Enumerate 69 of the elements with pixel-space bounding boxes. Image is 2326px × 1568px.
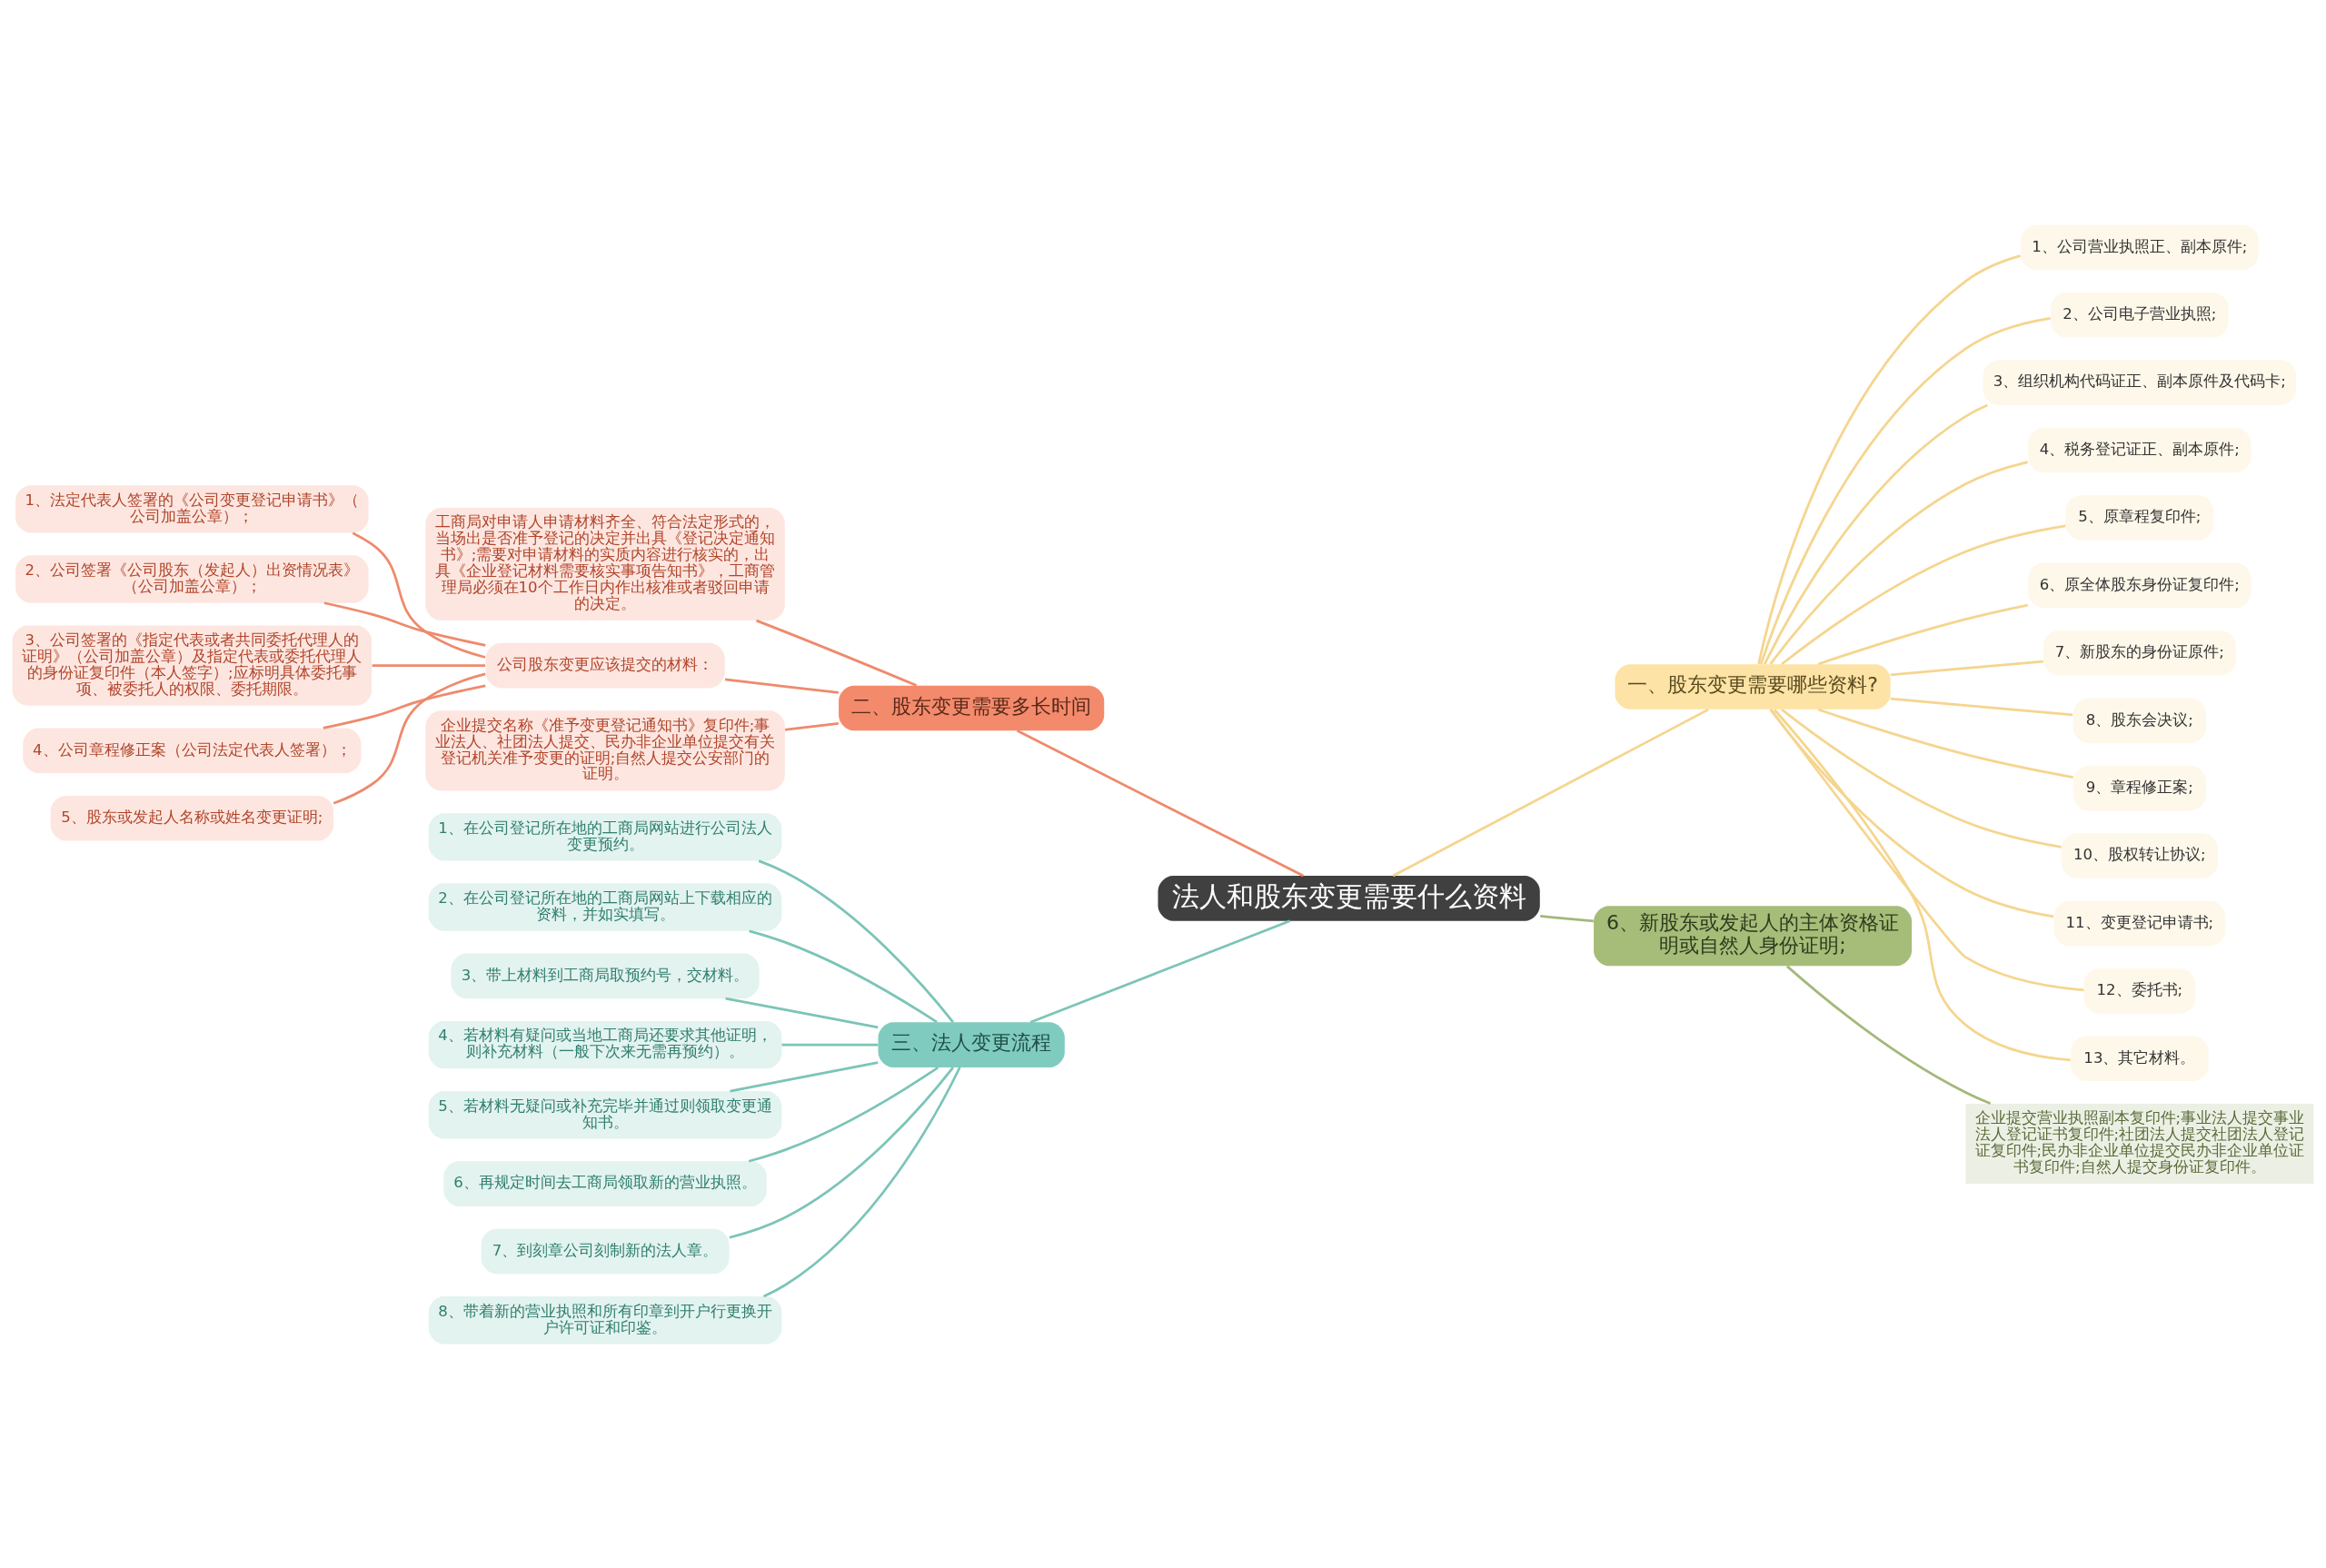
connector xyxy=(1540,914,1594,922)
node-box: 6、新股东或发起人的主体资格证明或自然人身份证明; xyxy=(1594,905,1913,966)
node-box: 6、再规定时间去工商局领取新的营业执照。 xyxy=(443,1160,767,1206)
connector xyxy=(725,997,879,1028)
node-box: 10、股权转让协议; xyxy=(2061,832,2218,878)
connector xyxy=(372,663,486,667)
connector xyxy=(323,684,486,729)
node-box: 13、其它材料。 xyxy=(2071,1036,2209,1081)
connector xyxy=(724,678,840,694)
connector xyxy=(1781,523,2066,665)
node-box: 12、委托书; xyxy=(2083,968,2196,1014)
connector xyxy=(323,600,486,647)
connector xyxy=(352,531,486,659)
node-box: 2、在公司登记所在地的工商局网站上下载相应的资料，并如实填写。 xyxy=(428,882,782,931)
node-box: 3、公司签署的《指定代表或者共同委托代理人的证明》（公司加盖公章）及指定代表或委托代理人的身份证复印件（本人签字）;应标明具体委托事项、被委托人的权限、委托期限。 xyxy=(12,625,373,706)
node-box: 8、股东会决议; xyxy=(2073,697,2206,743)
connector xyxy=(1757,253,2021,664)
connector xyxy=(333,672,486,805)
connector xyxy=(749,929,938,1023)
connector xyxy=(756,619,918,687)
node-box: 5、股东或发起人名称或姓名变更证明; xyxy=(50,795,334,840)
connector xyxy=(1817,603,2029,665)
node-box: 5、原章程复印件; xyxy=(2065,494,2214,541)
connector xyxy=(1774,708,2071,1061)
node-box: 8、带着新的营业执照和所有印章到开户行更换开户许可证和印鉴。 xyxy=(428,1295,782,1344)
connector xyxy=(1817,708,2073,779)
connector xyxy=(1786,965,1992,1105)
connector xyxy=(1392,708,1709,877)
connector xyxy=(1770,708,2084,991)
connector xyxy=(1759,316,2051,665)
node-box: 9、章程修正案; xyxy=(2073,765,2206,810)
connector xyxy=(762,1066,961,1297)
connector xyxy=(1016,729,1304,877)
connector xyxy=(758,858,954,1023)
node-box: 1、法定代表人签署的《公司变更登记申请书》（公司加盖公章）； xyxy=(15,484,369,532)
connector xyxy=(1781,708,2062,849)
connector xyxy=(784,721,839,731)
connector xyxy=(748,1066,939,1163)
node-box: 一、股东变更需要哪些资料? xyxy=(1615,663,1891,710)
node-box: 4、税务登记证正、副本原件; xyxy=(2028,427,2251,472)
node-box: 6、原全体股东身份证复印件; xyxy=(2028,562,2251,608)
node-box: 公司股东变更应该提交的材料： xyxy=(485,642,725,688)
connector xyxy=(1763,403,1988,665)
connector xyxy=(1890,697,2073,716)
node-box: 4、若材料有疑问或当地工商局还要求其他证明，则补充材料（一般下次来无需再预约）。 xyxy=(428,1020,782,1068)
node-box: 11、变更登记申请书; xyxy=(2053,900,2226,946)
connector xyxy=(1890,660,2043,676)
node-box: 企业提交营业执照副本复印件;事业法人提交事业法人登记证书复印件;社团法人提交社团法人登记证复印件;民办非企业单位提交民办非企业单位证书复印件;自然人提交身份证复印件。 xyxy=(1965,1103,2314,1184)
node-box: 1、公司营业执照正、副本原件; xyxy=(2020,224,2259,270)
node-box: 法人和股东变更需要什么资料 xyxy=(1158,875,1540,921)
node-box: 工商局对申请人申请材料齐全、符合法定形式的，当场出是否准予登记的决定并出具《登记决定通知书》;需要对申请材料的实质内容进行核实的，出具《企业登记材料需要核实事项告知书》，工商管理局必须在10个工作日内作出核准或者驳回申请的决定。 xyxy=(425,507,785,620)
connector xyxy=(1769,708,2054,918)
node-box: 3、带上材料到工商局取预约号，交材料。 xyxy=(451,953,760,998)
connector xyxy=(1029,919,1291,1024)
node-box: 5、若材料无疑问或补充完毕并通过则领取变更通知书。 xyxy=(428,1090,782,1138)
node-box: 三、法人变更流程 xyxy=(878,1021,1065,1067)
node-box: 2、公司签署《公司股东（发起人）出资情况表》（公司加盖公章）； xyxy=(15,554,369,603)
node-box: 企业提交名称《准予变更登记通知书》复印件;事业法人、社团法人提交、民办非企业单位提交有关登记机关准予变更的证明;自然人提交公安部门的证明。 xyxy=(425,710,785,790)
node-box: 二、股东变更需要多长时间 xyxy=(839,685,1105,730)
connector xyxy=(729,1066,954,1239)
node-box: 1、在公司登记所在地的工商局网站进行公司法人变更预约。 xyxy=(428,812,782,861)
node-box: 2、公司电子营业执照; xyxy=(2051,292,2229,338)
node-box: 4、公司章程修正案（公司法定代表人签署）； xyxy=(23,728,362,773)
connector xyxy=(1769,460,2029,665)
node-box: 7、新股东的身份证原件; xyxy=(2043,630,2236,676)
node-box: 3、组织机构代码证正、副本原件及代码卡; xyxy=(1983,359,2297,405)
connector xyxy=(730,1060,879,1092)
node-box: 7、到刻章公司刻制新的法人章。 xyxy=(481,1228,730,1274)
connector xyxy=(781,1043,879,1046)
